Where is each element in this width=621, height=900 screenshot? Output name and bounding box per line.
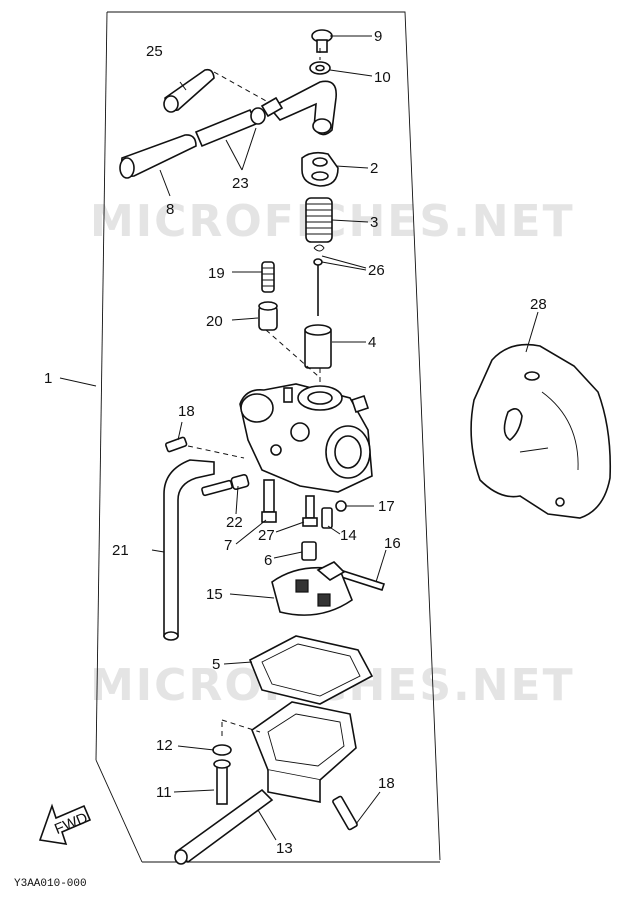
callout-16: 16 bbox=[384, 535, 401, 552]
callout-13: 13 bbox=[276, 840, 293, 857]
callout-5: 5 bbox=[212, 656, 220, 673]
callout-7: 7 bbox=[224, 537, 232, 554]
callout-1: 1 bbox=[44, 370, 52, 387]
callout-18-left: 18 bbox=[178, 403, 195, 420]
part-14-jet bbox=[321, 507, 333, 529]
part-17-screw bbox=[335, 500, 347, 512]
callout-2: 2 bbox=[370, 160, 378, 177]
part-18-screw-left bbox=[164, 436, 188, 453]
callout-9: 9 bbox=[374, 28, 382, 45]
callout-6: 6 bbox=[264, 552, 272, 569]
callout-10: 10 bbox=[374, 69, 391, 86]
callout-25: 25 bbox=[146, 43, 163, 60]
part-2-plate bbox=[301, 151, 339, 187]
part-13-drain-hose bbox=[174, 788, 274, 865]
part-18-screw-bottom bbox=[332, 795, 358, 831]
part-11-screw bbox=[213, 759, 231, 805]
leader-lines bbox=[59, 35, 539, 841]
part-3-spring bbox=[305, 197, 333, 243]
part-21-hose bbox=[163, 459, 215, 641]
part-5-gasket bbox=[248, 635, 374, 705]
callout-22: 22 bbox=[226, 514, 243, 531]
assembly-guides bbox=[187, 48, 321, 736]
part-20-plunger bbox=[258, 301, 278, 331]
callout-19: 19 bbox=[208, 265, 225, 282]
part-23-pipe-set bbox=[194, 107, 266, 148]
callout-17: 17 bbox=[378, 498, 395, 515]
callouts: 9 10 2 3 26 4 1 25 23 8 19 20 18 21 22 7… bbox=[44, 28, 547, 857]
part-6-jet bbox=[301, 541, 317, 561]
part-25-cap bbox=[163, 68, 215, 113]
diagram-code: Y3AA010-000 bbox=[14, 878, 87, 890]
callout-20: 20 bbox=[206, 313, 223, 330]
part-8-cable-sleeve bbox=[119, 134, 197, 179]
callout-27: 27 bbox=[258, 527, 275, 544]
callout-28: 28 bbox=[530, 296, 547, 313]
part-15-float bbox=[271, 561, 353, 616]
callout-23: 23 bbox=[232, 175, 249, 192]
callout-4: 4 bbox=[368, 334, 376, 351]
callout-11: 11 bbox=[156, 784, 172, 801]
fwd-label: FWD bbox=[52, 809, 90, 838]
fwd-arrow: FWD bbox=[38, 803, 92, 845]
part-10-washer bbox=[309, 61, 331, 75]
part-19-screw bbox=[261, 261, 275, 293]
part-float-bowl bbox=[251, 701, 357, 803]
callout-8: 8 bbox=[166, 201, 174, 218]
part-9-screw bbox=[311, 29, 333, 53]
part-22-screws bbox=[201, 474, 250, 497]
part-27-needle-jet bbox=[302, 495, 318, 527]
callout-15: 15 bbox=[206, 586, 223, 603]
callout-18-bottom: 18 bbox=[378, 775, 395, 792]
callout-14: 14 bbox=[340, 527, 357, 544]
part-12-washer bbox=[212, 744, 232, 756]
part-1-carburetor-body bbox=[239, 383, 373, 493]
callout-3: 3 bbox=[370, 214, 378, 231]
callout-26: 26 bbox=[368, 262, 385, 279]
assembly-frame bbox=[95, 11, 441, 863]
part-7-jet-holder bbox=[261, 479, 277, 523]
part-elbow-pipe bbox=[260, 80, 337, 136]
part-28-cover bbox=[470, 343, 612, 519]
part-4-throttle-valve bbox=[304, 324, 332, 369]
callout-12: 12 bbox=[156, 737, 173, 754]
callout-21: 21 bbox=[112, 542, 129, 559]
